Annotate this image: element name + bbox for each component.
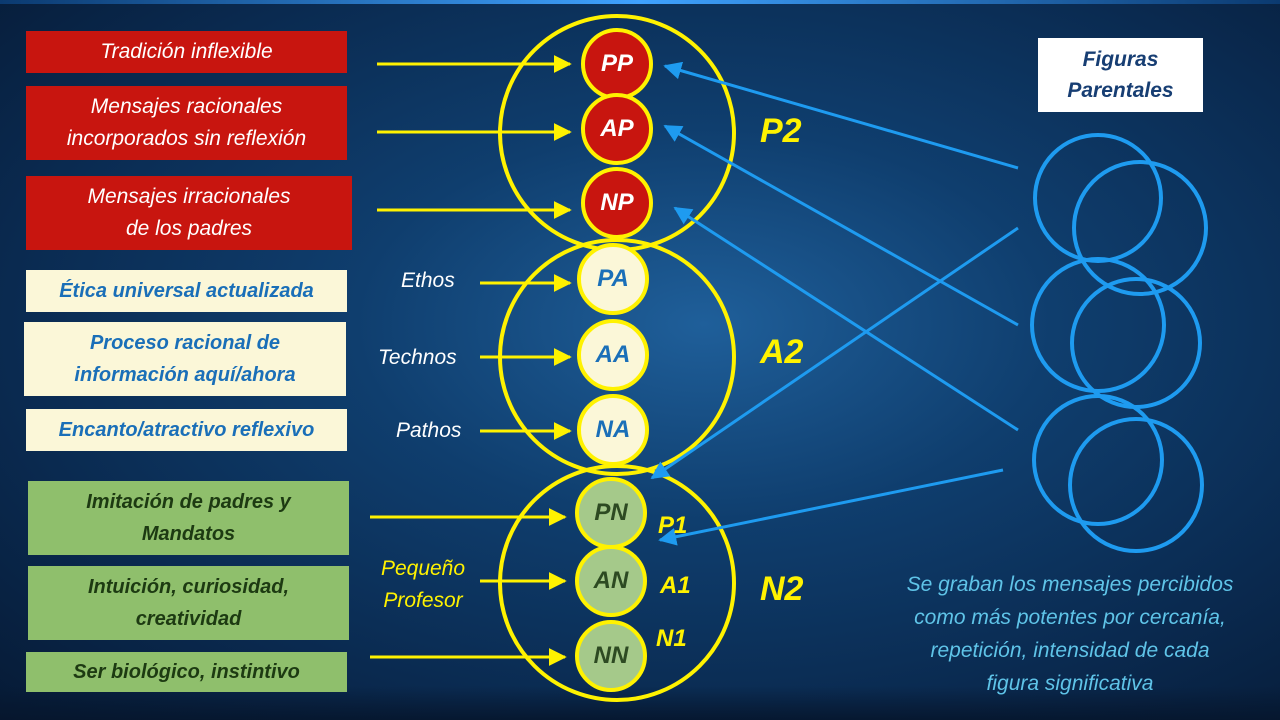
parent-figure-circle (1032, 394, 1164, 526)
caption: Se graban los mensajes percibidos como m… (870, 568, 1270, 700)
label-n1: N1 (656, 625, 687, 652)
label-p2: P2 (760, 112, 802, 150)
ego-state-np: NP (581, 167, 653, 239)
blue-arrow (658, 468, 1004, 546)
figuras-line: Parentales (1067, 79, 1174, 102)
caption-line: figura significativa (986, 672, 1154, 695)
box-text: creatividad (135, 608, 242, 630)
parent-box-irracionales: Mensajes irracionales de los padres (26, 176, 352, 250)
ego-state-aa: AA (577, 319, 649, 391)
blue-arrow (650, 226, 1019, 480)
box-text: Mensajes irracionales (87, 185, 291, 208)
ego-state-pp: PP (581, 28, 653, 100)
parent-figure-circle (1070, 277, 1202, 409)
label-a1: A1 (660, 572, 691, 599)
label-pathos: Pathos (396, 419, 462, 442)
box-text: Imitación de padres y (86, 491, 291, 513)
label-technos: Technos (378, 346, 457, 369)
box-text: Ser biológico, instintivo (73, 661, 300, 683)
adult-box-proceso: Proceso racional de información aquí/aho… (24, 322, 346, 396)
label-n2: N2 (760, 570, 804, 608)
child-box-biologico: Ser biológico, instintivo (26, 652, 347, 692)
ego-state-ap: AP (581, 93, 653, 165)
parent-figure-circle (1068, 417, 1204, 553)
parent-figure-circle (1033, 133, 1163, 263)
label-pequeno-profesor: Pequeño Profesor (368, 553, 478, 617)
label-line: Pequeño (380, 557, 466, 580)
figuras-line: Figuras (1082, 48, 1159, 71)
parent-figure-circle (1072, 160, 1208, 296)
blue-arrow (663, 124, 1019, 327)
ego-state-nn: NN (575, 620, 647, 692)
caption-line: como más potentes por cercanía, (914, 606, 1226, 629)
adult-box-encanto: Encanto/atractivo reflexivo (26, 409, 347, 451)
box-text: Mensajes racionales (90, 95, 283, 118)
child-box-imitacion: Imitación de padres y Mandatos (28, 481, 349, 555)
adult-box-etica: Ética universal actualizada (26, 270, 347, 312)
blue-arrow (663, 61, 1019, 170)
figuras-parentales-box: Figuras Parentales (1038, 38, 1203, 112)
parent-box-tradicion: Tradición inflexible (26, 31, 347, 73)
box-text: Tradición inflexible (100, 40, 273, 63)
box-text: incorporados sin reflexión (66, 127, 307, 150)
label-p1: P1 (658, 512, 688, 539)
caption-line: repetición, intensidad de cada (930, 639, 1210, 662)
child-circle (498, 464, 736, 702)
box-text: Proceso racional de (89, 332, 281, 354)
box-text: Ética universal actualizada (59, 280, 314, 302)
box-text: Intuición, curiosidad, (87, 576, 290, 598)
caption-line: Se graban los mensajes percibidos (906, 573, 1234, 596)
blue-arrow (673, 206, 1019, 432)
ego-state-pa: PA (577, 243, 649, 315)
child-box-intuicion: Intuición, curiosidad, creatividad (28, 566, 349, 640)
label-a2: A2 (760, 333, 804, 371)
label-line: Profesor (383, 589, 463, 612)
box-text: Mandatos (141, 523, 236, 545)
box-text: Encanto/atractivo reflexivo (58, 419, 315, 441)
box-text: información aquí/ahora (74, 364, 296, 386)
box-text: de los padres (125, 217, 253, 240)
parent-box-racionales: Mensajes racionales incorporados sin ref… (26, 86, 347, 160)
parent-figure-circle (1030, 257, 1166, 393)
ego-state-pn: PN (575, 477, 647, 549)
label-ethos: Ethos (401, 269, 455, 292)
top-accent-bar (0, 0, 1280, 4)
ego-state-na: NA (577, 394, 649, 466)
ego-state-an: AN (575, 545, 647, 617)
